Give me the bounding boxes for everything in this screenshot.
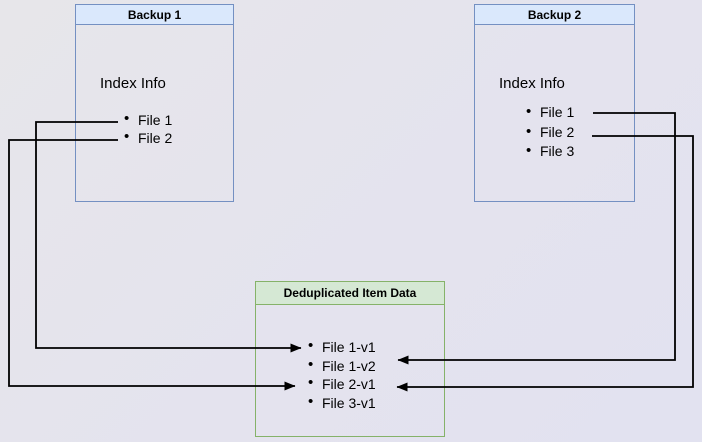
- list-item: File 1-v2: [308, 356, 376, 376]
- backup1-box: Backup 1 Index Info File 1 File 2: [75, 4, 234, 202]
- backup1-index-info-label: Index Info: [100, 75, 166, 92]
- list-item: File 1: [124, 110, 172, 129]
- backup2-index-info-label: Index Info: [499, 75, 565, 92]
- dedup-title: Deduplicated Item Data: [256, 282, 444, 305]
- list-item: File 3-v1: [308, 393, 376, 413]
- list-item: File 2-v1: [308, 374, 376, 394]
- backup1-file-list: File 1 File 2: [124, 110, 172, 147]
- backup1-title: Backup 1: [76, 5, 233, 25]
- backup2-title: Backup 2: [475, 5, 634, 25]
- dedup-box: Deduplicated Item Data File 1-v1 File 1-…: [255, 281, 445, 437]
- list-item: File 3: [526, 141, 574, 162]
- backup2-file-list: File 1 File 2 File 3: [526, 102, 574, 162]
- list-item: File 1-v1: [308, 337, 376, 357]
- list-item: File 1: [526, 102, 574, 123]
- list-item: File 2: [124, 128, 172, 147]
- list-item: File 2: [526, 122, 574, 143]
- backup2-box: Backup 2 Index Info File 1 File 2 File 3: [474, 4, 635, 202]
- dedup-file-list: File 1-v1 File 1-v2 File 2-v1 File 3-v1: [308, 337, 376, 413]
